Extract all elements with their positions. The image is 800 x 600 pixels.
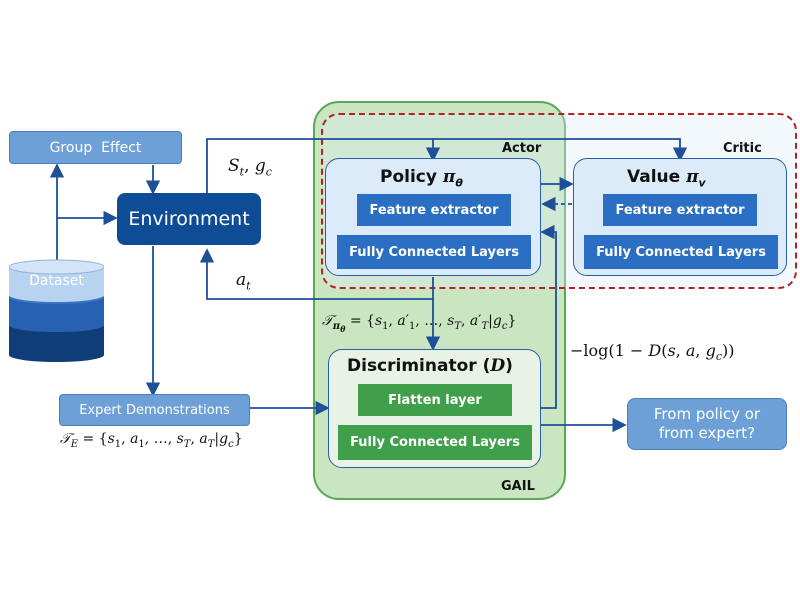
discriminator-fully-connected: Fully Connected Layers xyxy=(338,425,532,460)
environment-box: Environment xyxy=(117,193,261,245)
reward-to-policy-arrow xyxy=(540,224,557,409)
policy-fully-connected: Fully Connected Layers xyxy=(337,235,531,269)
discriminator-panel: Discriminator (D) Flatten layer Fully Co… xyxy=(328,349,541,468)
dataset-label: Dataset xyxy=(29,273,84,289)
group-effect-box: Group Effect xyxy=(9,131,182,164)
reward-label: −log(1 − D(s, a, gc)) xyxy=(570,341,735,364)
state-label: St, gc xyxy=(228,156,272,179)
state-to-policy-arrow xyxy=(206,138,441,200)
actor-label: Actor xyxy=(502,141,542,156)
discriminator-title: Discriminator (D) xyxy=(347,356,513,376)
expert-trajectory-label: 𝒯E = {s1, a1, …, sT, aT|gc} xyxy=(60,431,243,450)
output-box: From policy or from expert? xyxy=(627,398,787,450)
gail-label: GAIL xyxy=(501,479,535,494)
policy-trajectory-label: 𝒯πθ = {s1, a′1, …, sT, a′T|gc} xyxy=(322,313,517,334)
action-to-environment-arrow xyxy=(199,248,434,300)
expert-demonstrations-label: Expert Demonstrations xyxy=(79,402,230,418)
state-to-value-arrow xyxy=(433,138,688,162)
expert-demonstrations-box: Expert Demonstrations xyxy=(59,394,250,426)
critic-label: Critic xyxy=(723,141,762,156)
output-label: From policy or from expert? xyxy=(653,404,761,443)
policy-panel: Policy πθ Feature extractor Fully Connec… xyxy=(325,158,541,276)
group-effect-label: Group Effect xyxy=(49,139,142,156)
value-feature-extractor: Feature extractor xyxy=(603,194,757,226)
database-cylinder-icon xyxy=(8,259,105,362)
value-panel: Value πv Feature extractor Fully Connect… xyxy=(573,158,787,276)
value-title: Value πv xyxy=(627,167,706,190)
policy-title: Policy πθ xyxy=(380,167,463,190)
value-fully-connected: Fully Connected Layers xyxy=(584,235,778,269)
environment-label: Environment xyxy=(128,208,250,230)
action-label: at xyxy=(236,270,251,293)
dataset-icon: Dataset xyxy=(8,259,105,363)
policy-feature-extractor: Feature extractor xyxy=(357,194,511,226)
flatten-layer: Flatten layer xyxy=(358,384,512,416)
